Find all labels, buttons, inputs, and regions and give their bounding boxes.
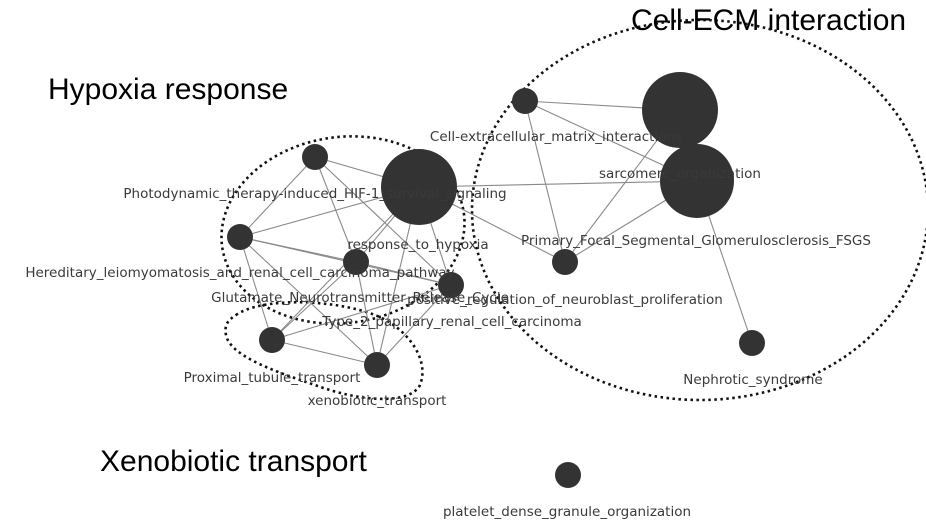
label-hif1-signaling: Photodynamic_therapy-induced_HIF-1_survi… <box>123 186 506 202</box>
edge <box>271 339 378 366</box>
hull-xenobiotic <box>224 301 424 401</box>
node-response-to-hypoxia[interactable] <box>343 249 369 275</box>
cluster-title-hypoxia: Hypoxia response <box>48 73 288 106</box>
edge <box>314 156 452 286</box>
label-type2-papillary: Type_2_papillary_renal_cell_carcinoma <box>321 314 582 330</box>
edge <box>271 261 357 341</box>
node-fsgs[interactable] <box>552 249 578 275</box>
label-hereditary-leiomyomatosis: Hereditary_leiomyomatosis_and_renal_cell… <box>25 265 454 281</box>
label-cell-ecm-interactions: Cell-extracellular_matrix_interactions <box>430 129 682 145</box>
node-neuroblast-proliferation[interactable] <box>438 272 464 298</box>
node-ecm-small[interactable] <box>512 88 538 114</box>
cluster-title-xenobiotic: Xenobiotic transport <box>100 445 367 478</box>
cluster-title-cell-ecm: Cell-ECM interaction <box>631 4 906 37</box>
label-platelet-dense-granule: platelet_dense_granule_organization <box>443 504 691 520</box>
edge <box>376 284 452 366</box>
edge <box>239 236 273 341</box>
nodes <box>227 72 765 488</box>
label-glutamate-release: Glutamate_Neurotransmitter_Release_Cycle <box>211 290 509 306</box>
label-sarcomere-organization: sarcomere_organization <box>599 166 761 182</box>
edge <box>355 261 452 286</box>
label-xenobiotic-transport: xenobiotic_transport <box>308 393 447 409</box>
edge <box>355 261 378 366</box>
cluster-hulls <box>220 18 926 402</box>
node-labels: Cell-extracellular_matrix_interactions s… <box>25 129 871 520</box>
label-proximal-tubule-transport: Proximal_tubule_transport <box>184 370 361 386</box>
cluster-titles: Cell-ECM interaction Hypoxia response Xe… <box>48 4 906 478</box>
edge <box>271 284 452 341</box>
edge <box>239 236 378 366</box>
label-fsgs: Primary_Focal_Segmental_Glomeruloscleros… <box>521 233 871 249</box>
node-top-small[interactable] <box>302 144 328 170</box>
node-hif1-signaling[interactable] <box>381 149 457 225</box>
edge <box>314 156 357 263</box>
hull-hypoxia <box>220 135 466 325</box>
edge <box>418 180 698 188</box>
node-nephrotic-syndrome[interactable] <box>739 330 765 356</box>
label-nephrotic-syndrome: Nephrotic_syndrome <box>683 372 822 388</box>
node-sarcomere-organization[interactable] <box>660 144 734 218</box>
label-response-to-hypoxia: response_to_hypoxia <box>347 237 488 253</box>
node-proximal-tubule-transport[interactable] <box>259 327 285 353</box>
edge <box>239 156 316 238</box>
label-neuroblast-proliferation: positive_regulation_of_neuroblast_prolif… <box>407 292 723 308</box>
node-platelet-dense-granule[interactable] <box>555 462 581 488</box>
node-xenobiotic-transport[interactable] <box>364 352 390 378</box>
node-cell-ecm-interactions[interactable] <box>642 72 718 148</box>
node-hereditary-leiomyomatosis[interactable] <box>227 224 253 250</box>
edge <box>524 100 566 263</box>
